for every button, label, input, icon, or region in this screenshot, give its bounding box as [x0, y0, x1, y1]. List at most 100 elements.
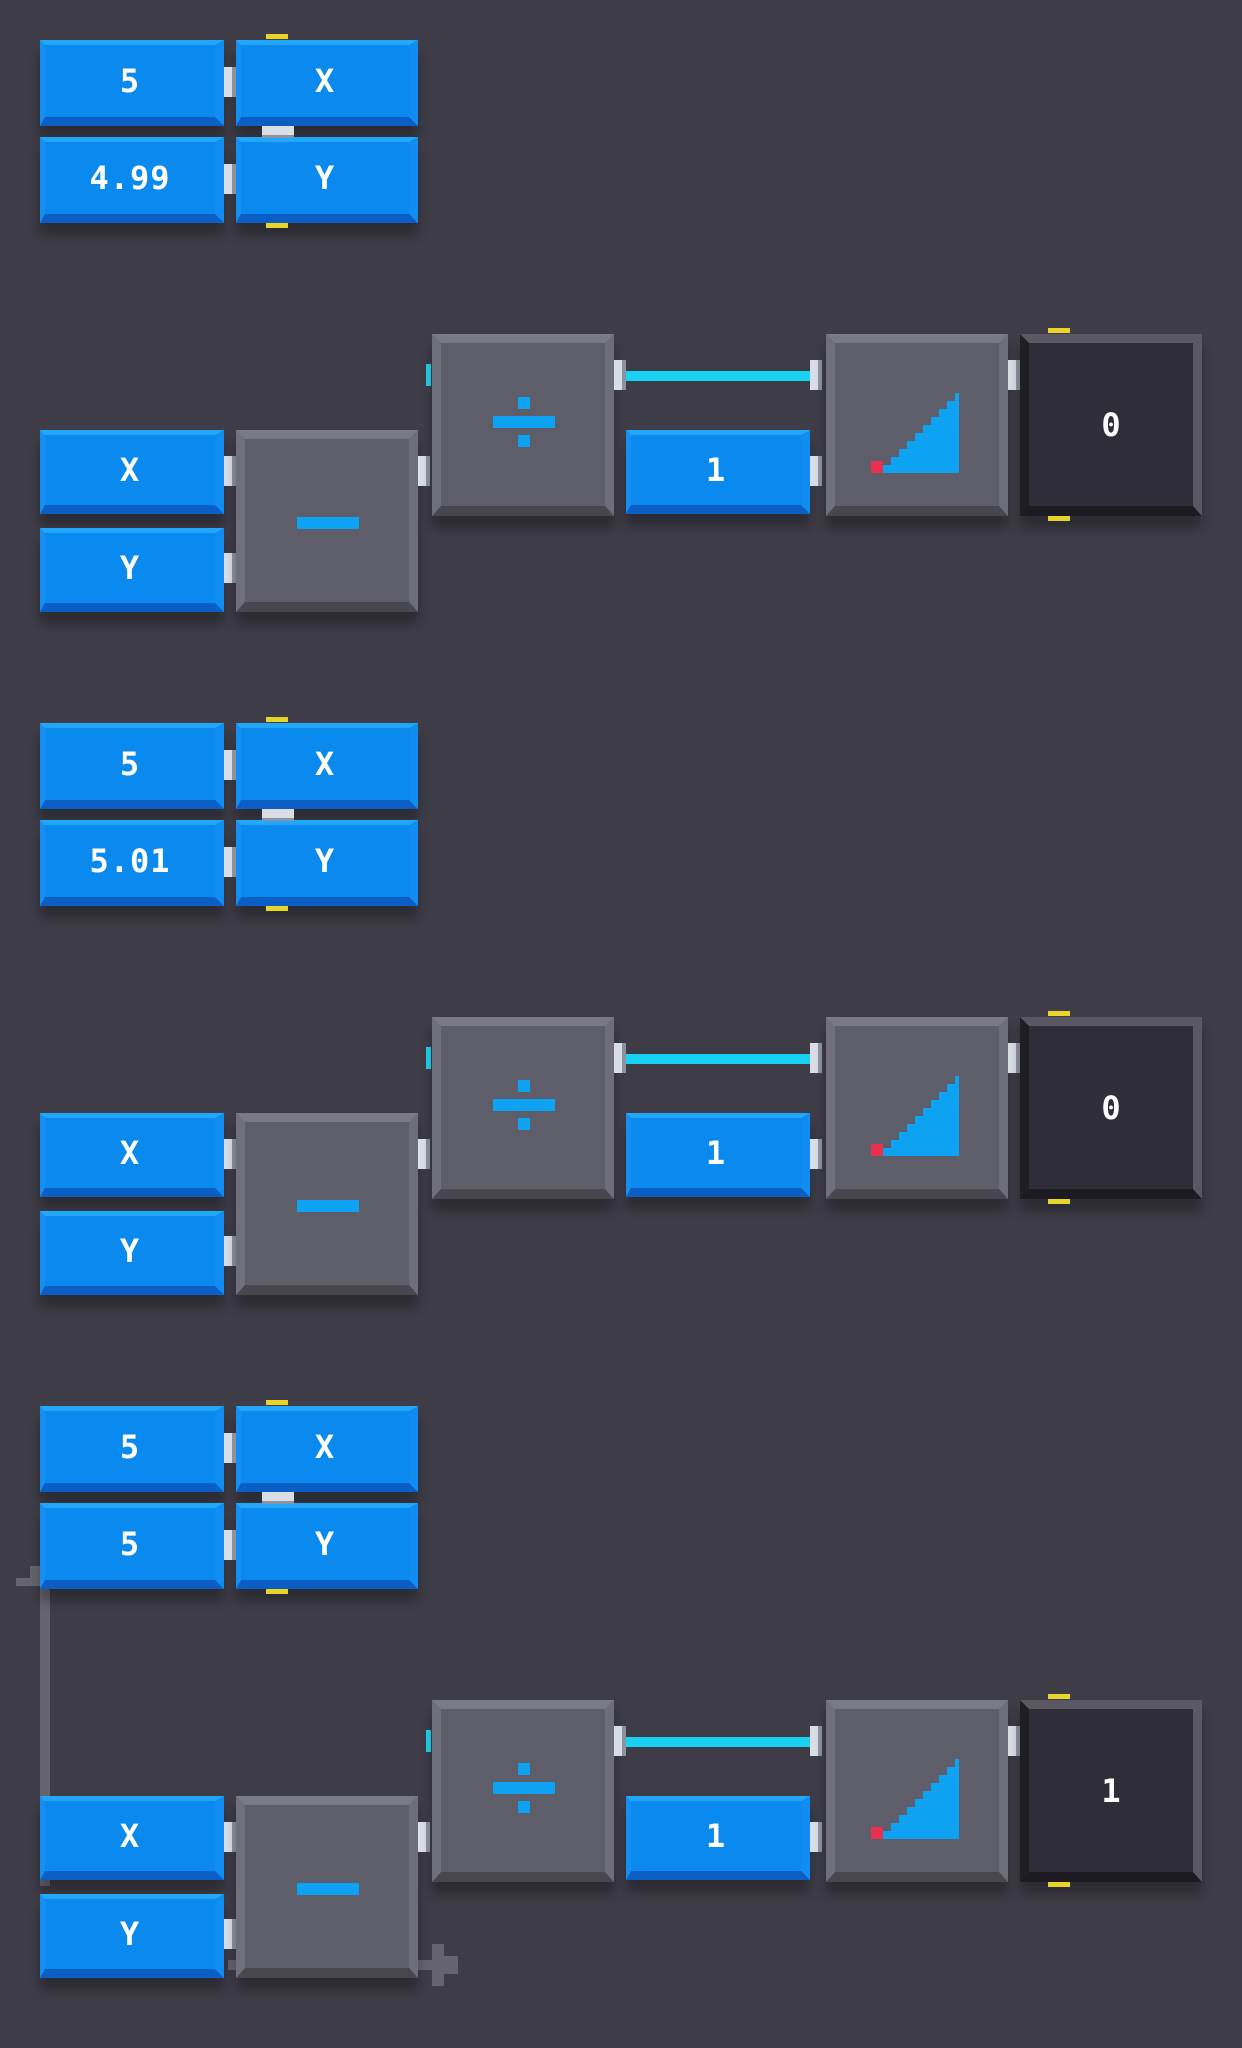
variable-label: Y — [119, 549, 141, 587]
ramp-block[interactable] — [826, 1017, 1008, 1199]
variable-x-block[interactable]: X — [236, 723, 418, 809]
output-value: 1 — [1101, 1771, 1121, 1810]
variable-x-block[interactable]: X — [236, 1406, 418, 1492]
output-port[interactable] — [224, 67, 236, 97]
constant-block[interactable]: 1 — [626, 1796, 810, 1880]
ramp-icon — [871, 1759, 959, 1839]
output-port[interactable] — [224, 1530, 236, 1560]
output-port[interactable] — [1008, 1726, 1020, 1756]
divide-block[interactable] — [432, 1700, 614, 1882]
input-port[interactable] — [810, 1139, 822, 1169]
subtract-block[interactable] — [236, 1113, 418, 1295]
output-display: 1 — [1020, 1700, 1202, 1882]
input-port[interactable] — [224, 456, 236, 486]
output-port[interactable] — [418, 1822, 430, 1852]
subtract-block[interactable] — [236, 1796, 418, 1978]
ramp-block[interactable] — [826, 334, 1008, 516]
input-port[interactable] — [810, 360, 822, 390]
variable-x-block[interactable]: X — [40, 1796, 224, 1880]
ramp-icon — [871, 1076, 959, 1156]
constant-label: 1 — [705, 451, 727, 489]
variable-y-block[interactable]: Y — [236, 1503, 418, 1589]
output-display: 0 — [1020, 1017, 1202, 1199]
value-label: 5 — [119, 745, 141, 783]
divide-icon — [493, 1763, 555, 1813]
output-marker — [1048, 328, 1070, 333]
signal-wire — [626, 1737, 810, 1747]
constant-block[interactable]: 1 — [626, 430, 810, 514]
output-marker — [1048, 1694, 1070, 1699]
signal-wire — [626, 1054, 810, 1064]
connection-line — [444, 1956, 458, 1974]
variable-marker — [266, 906, 288, 911]
input-port[interactable] — [810, 1043, 822, 1073]
value-block-a[interactable]: 5 — [40, 40, 224, 126]
divide-block[interactable] — [432, 334, 614, 516]
variable-label: Y — [314, 1525, 336, 1563]
variable-y-block[interactable]: Y — [236, 137, 418, 223]
output-port[interactable] — [224, 1433, 236, 1463]
block-link — [262, 809, 294, 821]
input-port[interactable] — [224, 553, 236, 583]
value-label: 5 — [119, 1525, 141, 1563]
connection-line — [30, 1566, 42, 1586]
signal-marker — [426, 364, 431, 386]
signal-wire — [626, 371, 810, 381]
minus-icon — [297, 1200, 359, 1212]
divide-block[interactable] — [432, 1017, 614, 1199]
input-port[interactable] — [224, 1822, 236, 1852]
ramp-icon — [871, 393, 959, 473]
output-port[interactable] — [224, 750, 236, 780]
variable-y-block[interactable]: Y — [40, 528, 224, 612]
value-block-a[interactable]: 5 — [40, 1406, 224, 1492]
input-port[interactable] — [224, 1919, 236, 1949]
input-port[interactable] — [810, 1726, 822, 1756]
variable-y-block[interactable]: Y — [40, 1211, 224, 1295]
value-block-b[interactable]: 5.01 — [40, 820, 224, 906]
output-port[interactable] — [418, 1139, 430, 1169]
variable-x-block[interactable]: X — [236, 40, 418, 126]
input-port[interactable] — [810, 456, 822, 486]
output-marker — [1048, 516, 1070, 521]
output-port[interactable] — [614, 360, 626, 390]
output-marker — [1048, 1011, 1070, 1016]
variable-label: Y — [314, 159, 336, 197]
output-display: 0 — [1020, 334, 1202, 516]
output-port[interactable] — [224, 847, 236, 877]
variable-y-block[interactable]: Y — [40, 1894, 224, 1978]
minus-icon — [297, 1883, 359, 1895]
output-value: 0 — [1101, 405, 1121, 444]
block-link — [262, 126, 294, 138]
value-label: 5.01 — [89, 842, 171, 880]
value-block-b[interactable]: 5 — [40, 1503, 224, 1589]
input-port[interactable] — [810, 1822, 822, 1852]
input-port[interactable] — [224, 1236, 236, 1266]
variable-label: X — [314, 745, 336, 783]
signal-marker — [426, 1730, 431, 1752]
input-port[interactable] — [224, 1139, 236, 1169]
value-label: 4.99 — [89, 159, 171, 197]
variable-label: X — [119, 1817, 141, 1855]
variable-x-block[interactable]: X — [40, 1113, 224, 1197]
minus-icon — [297, 517, 359, 529]
value-block-a[interactable]: 5 — [40, 723, 224, 809]
output-marker — [1048, 1199, 1070, 1204]
output-port[interactable] — [418, 456, 430, 486]
subtract-block[interactable] — [236, 430, 418, 612]
variable-marker — [266, 717, 288, 722]
variable-label: X — [314, 1428, 336, 1466]
output-port[interactable] — [614, 1726, 626, 1756]
output-port[interactable] — [224, 164, 236, 194]
constant-label: 1 — [705, 1134, 727, 1172]
variable-marker — [266, 1400, 288, 1405]
ramp-block[interactable] — [826, 1700, 1008, 1882]
variable-label: X — [119, 1134, 141, 1172]
constant-block[interactable]: 1 — [626, 1113, 810, 1197]
variable-marker — [266, 34, 288, 39]
output-port[interactable] — [1008, 1043, 1020, 1073]
output-port[interactable] — [1008, 360, 1020, 390]
variable-x-block[interactable]: X — [40, 430, 224, 514]
output-port[interactable] — [614, 1043, 626, 1073]
value-block-b[interactable]: 4.99 — [40, 137, 224, 223]
variable-y-block[interactable]: Y — [236, 820, 418, 906]
